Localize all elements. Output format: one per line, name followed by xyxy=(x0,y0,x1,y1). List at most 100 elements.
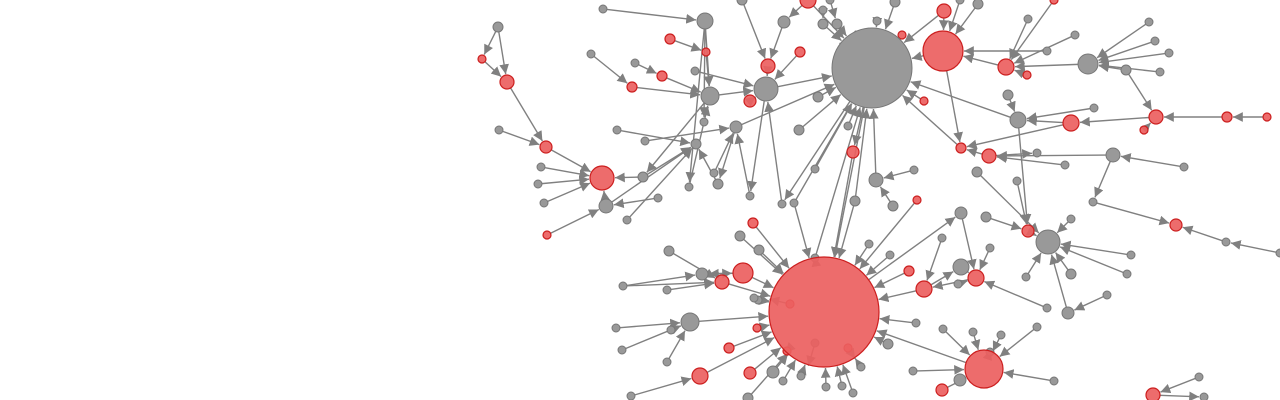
graph-edge xyxy=(954,7,976,35)
graph-node-gray xyxy=(1150,36,1160,46)
graph-node-gray xyxy=(492,21,504,33)
graph-node-gray xyxy=(911,318,921,328)
graph-edge xyxy=(777,73,832,88)
graph-node-gray xyxy=(831,18,843,30)
graph-node-gray xyxy=(1065,268,1077,280)
graph-edge xyxy=(541,175,590,186)
graph-node-red xyxy=(1022,70,1032,80)
graph-node-gray xyxy=(1088,197,1098,207)
graph-edge xyxy=(966,124,1064,150)
graph-node-gray xyxy=(968,327,978,337)
graph-edge xyxy=(718,86,754,97)
graph-edge xyxy=(906,89,921,100)
graph-edge xyxy=(672,252,716,279)
graph-node-gray xyxy=(1144,17,1154,27)
graph-edge xyxy=(841,364,853,390)
graph-node-gray xyxy=(1061,306,1075,320)
graph-node-gray xyxy=(909,165,919,175)
graph-edge xyxy=(827,3,838,19)
graph-node-gray xyxy=(1077,53,1099,75)
graph-node-gray xyxy=(821,382,831,392)
graph-node-gray xyxy=(837,381,847,391)
graph-edge xyxy=(613,197,655,209)
graph-edge xyxy=(593,55,628,84)
graph-node-gray xyxy=(653,193,663,203)
graph-edge xyxy=(848,105,858,123)
graph-node-gray xyxy=(753,76,779,102)
graph-node-red xyxy=(1139,125,1149,135)
graph-edge xyxy=(510,87,543,142)
graph-node-gray xyxy=(887,200,899,212)
graph-node-gray xyxy=(793,124,805,136)
graph-edge xyxy=(812,5,845,39)
graph-node-gray xyxy=(1042,46,1052,56)
graph-node-red xyxy=(539,140,553,154)
graph-edge xyxy=(626,271,696,287)
graph-node-gray xyxy=(533,179,543,189)
graph-node-gray xyxy=(778,376,788,386)
graph-edge xyxy=(498,31,509,75)
graph-edge xyxy=(966,147,983,158)
graph-edge xyxy=(996,150,1107,161)
graph-node-gray xyxy=(709,168,719,178)
graph-node-gray xyxy=(753,244,765,256)
graph-edge xyxy=(956,279,968,289)
graph-node-gray xyxy=(818,5,828,15)
graph-edge xyxy=(668,330,686,359)
graph-node-red xyxy=(714,274,730,290)
graph-edge xyxy=(854,108,871,197)
graph-node-gray xyxy=(617,345,627,355)
graph-edge xyxy=(945,70,963,143)
graph-node-gray xyxy=(1155,67,1165,77)
graph-edge xyxy=(1182,225,1223,242)
graph-node-red xyxy=(919,96,929,106)
graph-node-gray xyxy=(1060,160,1070,170)
graph-node-gray xyxy=(849,195,861,207)
graph-node-red xyxy=(912,195,922,205)
graph-edge xyxy=(758,322,770,333)
graph-edge xyxy=(1056,221,1069,234)
graph-node-gray xyxy=(843,121,853,131)
graph-edge xyxy=(669,325,682,335)
graph-edge xyxy=(1074,296,1104,311)
graph-edge xyxy=(718,132,735,179)
graph-node-gray xyxy=(1275,248,1280,258)
graph-node-gray xyxy=(598,198,614,214)
graph-node-gray xyxy=(696,12,714,30)
graph-edge xyxy=(1098,52,1166,67)
graph-edge xyxy=(1018,127,1032,225)
graph-edge xyxy=(666,77,702,93)
graph-node-gray xyxy=(742,392,754,400)
graph-edge xyxy=(1014,61,1079,72)
graph-node-gray xyxy=(868,172,884,188)
graph-edge xyxy=(979,251,989,271)
graph-node-gray xyxy=(766,365,780,379)
graph-node-red xyxy=(794,46,806,58)
graph-edge xyxy=(1094,161,1111,198)
graph-node-gray xyxy=(598,4,608,14)
graph-node-red xyxy=(1148,109,1164,125)
graph-edge xyxy=(619,318,681,329)
graph-node-red xyxy=(664,33,676,45)
graph-node-gray xyxy=(1199,392,1209,400)
graph-node-gray xyxy=(1105,147,1121,163)
graph-edge xyxy=(484,61,502,78)
graph-node-gray xyxy=(1042,303,1052,313)
graph-edge xyxy=(685,28,705,183)
graph-node-gray xyxy=(1120,64,1132,76)
graph-node-gray xyxy=(611,323,621,333)
graph-node-gray xyxy=(637,171,649,183)
graph-edge xyxy=(879,186,891,203)
graph-edge xyxy=(620,130,691,147)
graph-node-red xyxy=(915,280,933,298)
graph-node-gray xyxy=(536,162,546,172)
graph-node-gray xyxy=(817,18,829,30)
graph-node-gray xyxy=(952,258,970,276)
graph-edge xyxy=(1025,226,1037,237)
graph-edge xyxy=(990,217,1022,231)
graph-node-red xyxy=(656,70,668,82)
graph-edge xyxy=(703,28,714,87)
graph-edge xyxy=(859,202,915,270)
graph-edge xyxy=(884,6,895,30)
